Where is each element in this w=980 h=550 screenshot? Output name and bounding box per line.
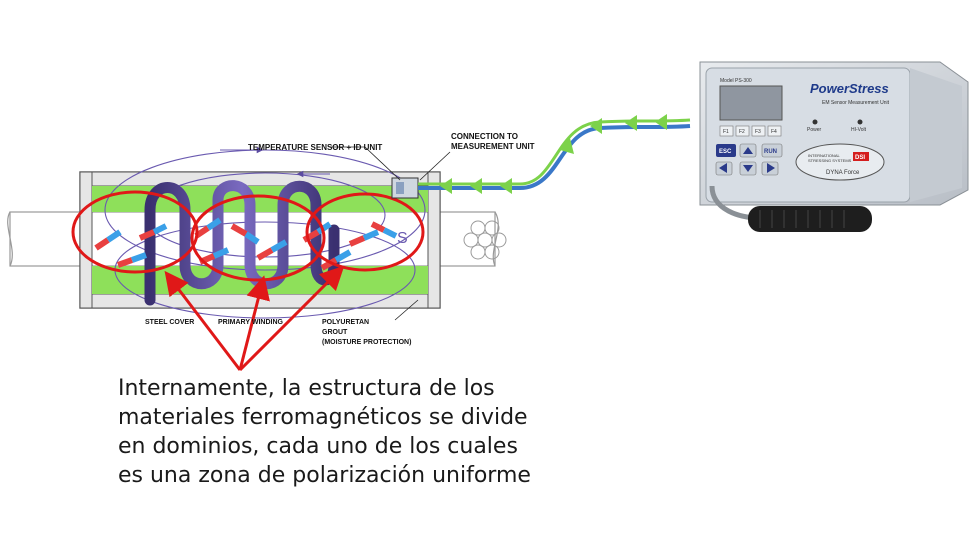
arrow-right-icon [767, 163, 775, 173]
key-f3[interactable] [751, 125, 766, 137]
arrow-left-icon [719, 163, 727, 173]
measurement-device: Model PS-300 PowerStress EM Sensor Measu… [699, 61, 969, 232]
polyuretan-label-line2: GROUT [322, 329, 348, 336]
carry-handle [748, 206, 872, 232]
caption-line-3: en dominios, cada uno de los cuales [118, 434, 518, 459]
key-f3-label: F3 [755, 129, 761, 135]
hi-volt-indicator [857, 119, 863, 125]
key-f4[interactable] [767, 125, 782, 137]
logo-text-line2: STRESSING SYSTEMS [808, 158, 852, 163]
measurement-cable [418, 114, 691, 194]
power-indicator-label: Power [807, 127, 822, 133]
logo-product: DYNA Force [826, 170, 860, 176]
hi-volt-indicator-label: HI-Volt [851, 127, 867, 133]
key-f4-label: F4 [771, 129, 777, 135]
run-key-label: RUN [764, 149, 777, 155]
polyuretan-label-line3: (MOISTURE PROTECTION) [322, 339, 411, 346]
logo-text-line1: INTERNATIONAL [808, 153, 840, 158]
run-key[interactable] [761, 143, 783, 158]
device-screen [719, 85, 783, 121]
arrow-up-icon [743, 147, 753, 154]
steel-cover-label: STEEL COVER [145, 319, 194, 326]
strand-bundle [463, 220, 507, 260]
connection-label-line1: CONNECTION TO [451, 132, 518, 141]
pointer-arrows [164, 265, 345, 372]
dsi-badge-label: DSI [855, 155, 865, 161]
polyuretan-label-line1: POLYURETAN [322, 319, 369, 326]
caption: Internamente, la estructura de los mater… [118, 374, 638, 490]
key-f1[interactable] [719, 125, 734, 137]
connection-label-line2: MEASUREMENT UNIT [451, 142, 535, 151]
arrow-down-icon [743, 165, 753, 172]
power-indicator [812, 119, 818, 125]
primary-winding-label: PRIMARY WINDING [218, 319, 284, 326]
dsi-badge [853, 152, 869, 161]
caption-line-4: es una zona de polarización uniforme [118, 463, 531, 488]
diagram-labels: TEMPERATURE SENSOR + ID UNIT CONNECTION … [145, 132, 535, 346]
device-brand: PowerStress [810, 81, 889, 96]
device-subtitle: EM Sensor Measurement Unit [822, 100, 890, 106]
caption-line-2: materiales ferromagnéticos se divide [118, 405, 528, 430]
temperature-sensor-label: TEMPERATURE SENSOR + ID UNIT [248, 143, 382, 152]
key-f2-label: F2 [739, 129, 745, 135]
temperature-sensor-unit [391, 177, 419, 199]
esc-key[interactable] [716, 144, 736, 157]
caption-line-1: Internamente, la estructura de los [118, 376, 495, 401]
device-model: Model PS-300 [720, 78, 752, 84]
key-f1-label: F1 [723, 129, 729, 135]
key-f2[interactable] [735, 125, 750, 137]
f-keys: F1 F2 F3 F4 [719, 125, 782, 137]
s-pole-label: S [397, 230, 408, 247]
esc-key-label: ESC [719, 149, 732, 155]
